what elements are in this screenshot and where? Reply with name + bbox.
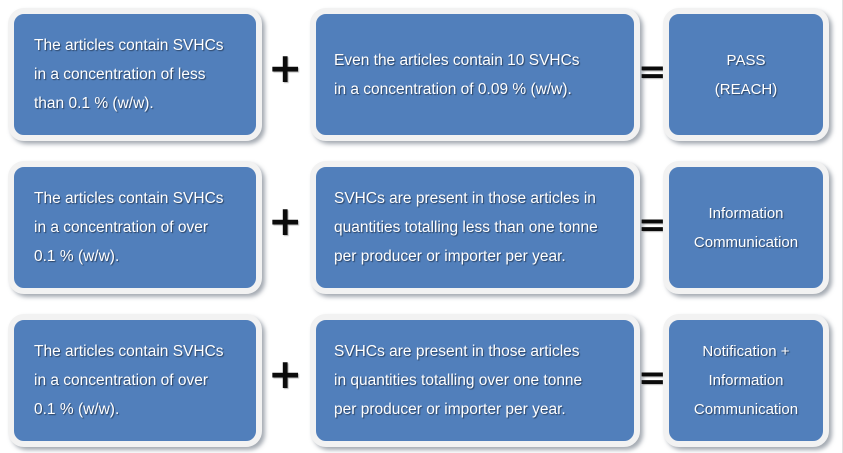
qualifier-box-row-3[interactable]: SVHCs are present in those articles in q… xyxy=(310,314,640,447)
qualifier-line: quantities totalling less than one tonne xyxy=(334,219,598,236)
result-line: Notification + xyxy=(702,343,790,360)
condition-line: The articles contain SVHCs xyxy=(34,37,224,54)
result-line: Communication xyxy=(693,233,799,251)
result-box-row-2[interactable]: Information Communication xyxy=(663,161,829,294)
plus-operator-row-1: + xyxy=(268,44,303,92)
plus-operator-row-2: + xyxy=(268,197,303,245)
condition-line: in a concentration of over xyxy=(34,219,209,236)
qualifier-line: SVHCs are present in those articles in xyxy=(334,190,596,207)
result-box-row-1[interactable]: PASS (REACH) xyxy=(663,8,829,141)
qualifier-line: per producer or importer per year. xyxy=(334,248,566,265)
result-line: Information xyxy=(708,204,784,222)
qualifier-line: in a concentration of 0.09 % (w/w). xyxy=(334,80,572,98)
plus-operator-row-3: + xyxy=(268,350,303,398)
equals-operator-row-2: = xyxy=(638,205,667,245)
equals-operator-row-1: = xyxy=(638,52,667,92)
qualifier-line: Even the articles contain 10 SVHCs xyxy=(334,51,580,69)
condition-line: in a concentration of less xyxy=(34,66,206,83)
qualifier-box-row-1[interactable]: Even the articles contain 10 SVHCs in a … xyxy=(310,8,640,141)
result-line: Communication xyxy=(693,401,799,418)
qualifier-line: per producer or importer per year. xyxy=(334,401,566,418)
qualifier-line: in quantities totalling over one tonne xyxy=(334,372,583,389)
condition-line: in a concentration of over xyxy=(34,372,209,389)
result-box-row-3[interactable]: Notification + Information Communication xyxy=(663,314,829,447)
condition-line: 0.1 % (w/w). xyxy=(34,248,120,265)
condition-line: than 0.1 % (w/w). xyxy=(34,95,154,112)
result-line: (REACH) xyxy=(714,80,778,98)
condition-line: 0.1 % (w/w). xyxy=(34,401,120,418)
condition-line: The articles contain SVHCs xyxy=(34,343,224,360)
condition-box-row-3[interactable]: The articles contain SVHCs in a concentr… xyxy=(8,314,262,447)
equals-operator-row-3: = xyxy=(638,358,667,398)
condition-box-row-2[interactable]: The articles contain SVHCs in a concentr… xyxy=(8,161,262,294)
result-line: Information xyxy=(708,372,784,389)
condition-line: The articles contain SVHCs xyxy=(34,190,224,207)
condition-box-row-1[interactable]: The articles contain SVHCs in a concentr… xyxy=(8,8,262,141)
result-line: PASS xyxy=(726,51,766,69)
qualifier-box-row-2[interactable]: SVHCs are present in those articles in q… xyxy=(310,161,640,294)
qualifier-line: SVHCs are present in those articles xyxy=(334,343,580,360)
